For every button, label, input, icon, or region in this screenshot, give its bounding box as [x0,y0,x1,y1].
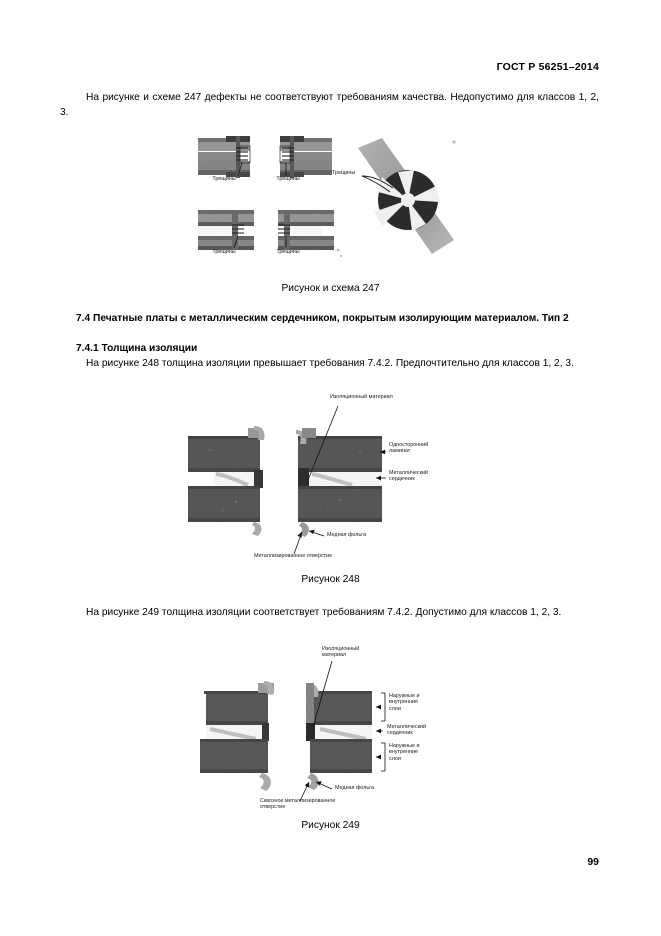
figure-247-label-cracks-1: Трещины [212,176,236,182]
figure-249-label-outer-inner-layers-bottom: Наружные и внутренние слои [389,743,420,762]
paragraph-248-text: На рисунке 248 толщина изоляции превышае… [86,358,574,369]
heading-7-4: 7.4 Печатные платы с металлическим серде… [76,313,569,324]
standard-number: ГОСТ Р 56251–2014 [496,61,599,73]
figure-248-label-metal-core: Металлический сердечник [389,470,428,483]
paragraph-248: На рисунке 248 толщина изоляции превышае… [60,356,599,371]
figure-247-graphic [198,136,456,258]
paragraph-249: На рисунке 249 толщина изоляции соответс… [60,605,599,620]
figure-248: Изоляционный материал Односторонний лами… [170,390,470,570]
figure-249-label-through-plated-hole: Сквозное металлизированное отверстие [260,798,336,811]
figure-248-left-specimen [188,426,265,536]
figure-247-label-cracks-5: Трещины [332,170,356,176]
figure-249-label-copper-foil: Медная фольга [335,785,375,791]
caption-figure-248: Рисунок 248 [301,574,360,585]
pad-schematic [336,138,456,258]
page-header: ГОСТ Р 56251–2014 [60,61,599,77]
figure-248-leaders [293,405,386,555]
figure-249-graphic [200,660,386,802]
caption-figure-249: Рисунок 249 [301,820,360,831]
figure-247-label-cracks-4: Трещины [276,249,300,255]
figure-247: Трещины Трещины Трещины Трещины Трещины [186,132,476,272]
paragraph-247-text: На рисунке и схеме 247 дефекты не соотве… [60,92,599,118]
heading-7-4-1: 7.4.1 Толщина изоляции [76,343,198,354]
figure-249-label-metal-core: Металлический сердечник [387,724,426,737]
caption-figure-247: Рисунок и схема 247 [281,283,380,294]
figure-248-label-single-sided-laminate: Односторонний ламинат [389,442,429,455]
figure-247-label-cracks-3: Трещины [212,249,236,255]
figure-247-label-cracks-2: Трещины [276,176,300,182]
figure-249-left-specimen [200,681,274,791]
figure-248-graphic [188,405,386,555]
figure-248-label-plated-hole: Металлизированное отверстие [254,553,333,559]
page-number: 99 [587,856,599,868]
leader-line-cracks-1 [237,162,243,177]
figure-248-label-insulating-material: Изоляционный материал [330,394,393,400]
figure-249-label-insulating-material: Изоляционный материал [322,646,360,659]
paragraph-249-text: На рисунке 249 толщина изоляции соответс… [86,607,562,618]
figure-249-leaders [299,660,386,802]
figure-248-right-specimen [296,428,382,537]
figure-248-label-copper-foil: Медная фольга [327,532,367,538]
leader-line-cracks-3 [233,235,239,249]
figure-249-right-specimen [306,683,372,790]
paragraph-247: На рисунке и схеме 247 дефекты не соотве… [60,90,599,120]
figure-249: Изоляционный материал Наружные и внутрен… [180,643,460,813]
figure-249-label-outer-inner-layers-top: Наружные и внутренние слои [389,693,420,712]
